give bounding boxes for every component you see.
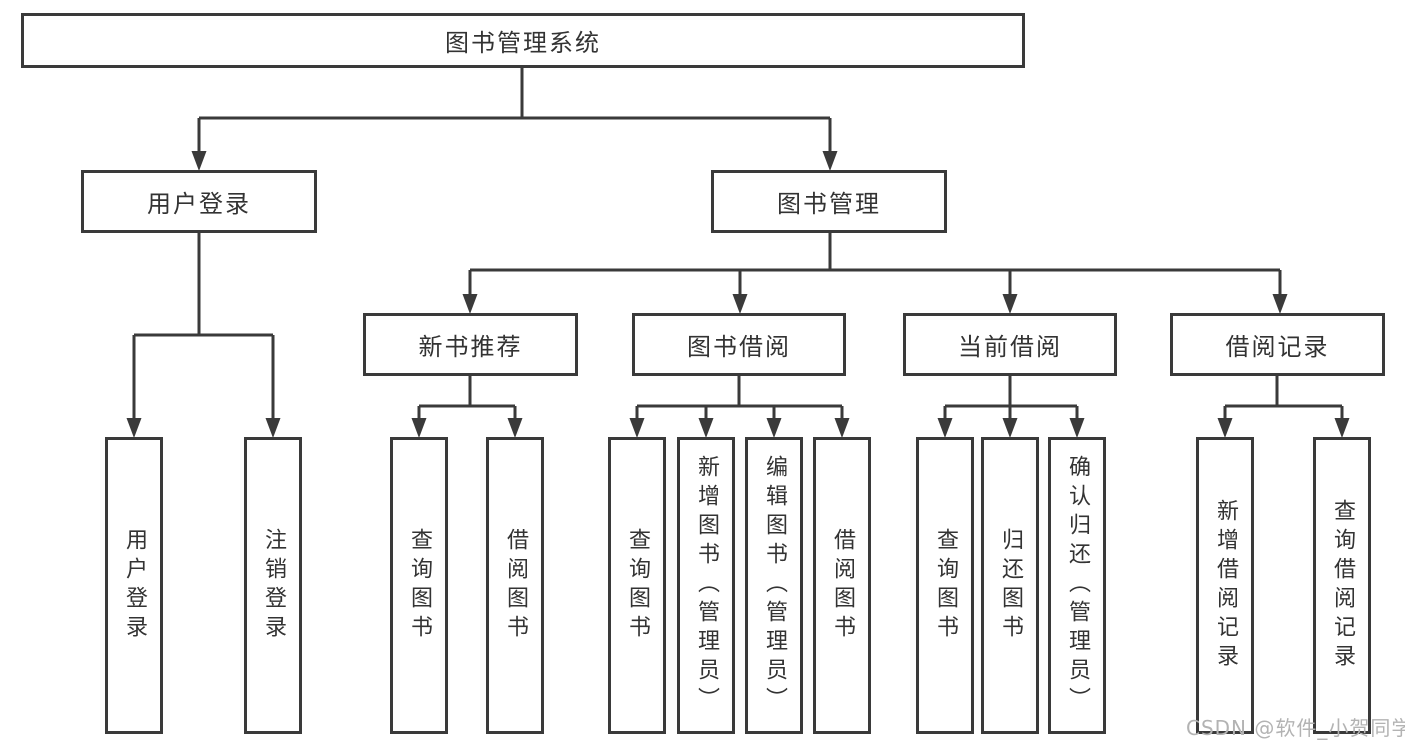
node-current-borrow: 当前借阅 xyxy=(903,313,1117,376)
leaf-borrow-book-recommend: 借阅图书 xyxy=(486,437,544,734)
arrow-down-icon xyxy=(1002,418,1018,438)
leaf-return-book: 归还图书 xyxy=(981,437,1039,734)
leaf-edit-book-admin: 编辑图书（管理员） xyxy=(745,437,803,734)
connector-borrow-records-to-leaves xyxy=(1217,376,1350,438)
arrow-down-icon xyxy=(462,294,478,314)
connector-current-borrow-to-leaves xyxy=(937,376,1085,438)
arrow-down-icon xyxy=(698,418,714,438)
connector-user-login-to-leaves xyxy=(126,233,281,438)
leaf-add-book-admin: 新增图书（管理员） xyxy=(677,437,735,734)
leaf-user-login: 用户登录 xyxy=(105,437,163,734)
leaf-logout: 注销登录 xyxy=(244,437,302,734)
node-user-login-branch: 用户登录 xyxy=(81,170,317,233)
node-borrow-records: 借阅记录 xyxy=(1170,313,1385,376)
leaf-confirm-return-admin: 确认归还（管理员） xyxy=(1048,437,1106,734)
arrow-down-icon xyxy=(937,418,953,438)
leaf-query-book-borrow: 查询图书 xyxy=(608,437,666,734)
leaf-query-borrow-record: 查询借阅记录 xyxy=(1313,437,1371,734)
node-root-system: 图书管理系统 xyxy=(21,13,1025,68)
arrow-down-icon xyxy=(507,418,523,438)
connector-new-book-recommend-to-leaves xyxy=(411,376,523,438)
arrow-down-icon xyxy=(1334,418,1350,438)
arrow-down-icon xyxy=(411,418,427,438)
arrow-down-icon xyxy=(1217,418,1233,438)
leaf-add-borrow-record: 新增借阅记录 xyxy=(1196,437,1254,734)
connector-book-borrow-to-leaves xyxy=(629,376,850,438)
arrow-down-icon xyxy=(629,418,645,438)
node-book-management-branch: 图书管理 xyxy=(711,170,947,233)
leaf-query-book-current: 查询图书 xyxy=(916,437,974,734)
leaf-borrow-book: 借阅图书 xyxy=(813,437,871,734)
node-book-borrow: 图书借阅 xyxy=(632,313,846,376)
watermark: CSDN @软件_小贺同学 xyxy=(1186,716,1405,740)
leaf-query-book-recommend: 查询图书 xyxy=(390,437,448,734)
arrow-down-icon xyxy=(1002,294,1018,314)
arrow-down-icon xyxy=(834,418,850,438)
connector-book-management-to-groups xyxy=(462,233,1288,314)
arrow-down-icon xyxy=(732,294,748,314)
connector-root-to-branches xyxy=(191,68,838,171)
arrow-down-icon xyxy=(766,418,782,438)
node-new-book-recommend: 新书推荐 xyxy=(363,313,578,376)
arrow-down-icon xyxy=(1272,294,1288,314)
arrow-down-icon xyxy=(191,151,207,171)
arrow-down-icon xyxy=(1069,418,1085,438)
arrow-down-icon xyxy=(822,151,838,171)
arrow-down-icon xyxy=(126,418,142,438)
arrow-down-icon xyxy=(265,418,281,438)
